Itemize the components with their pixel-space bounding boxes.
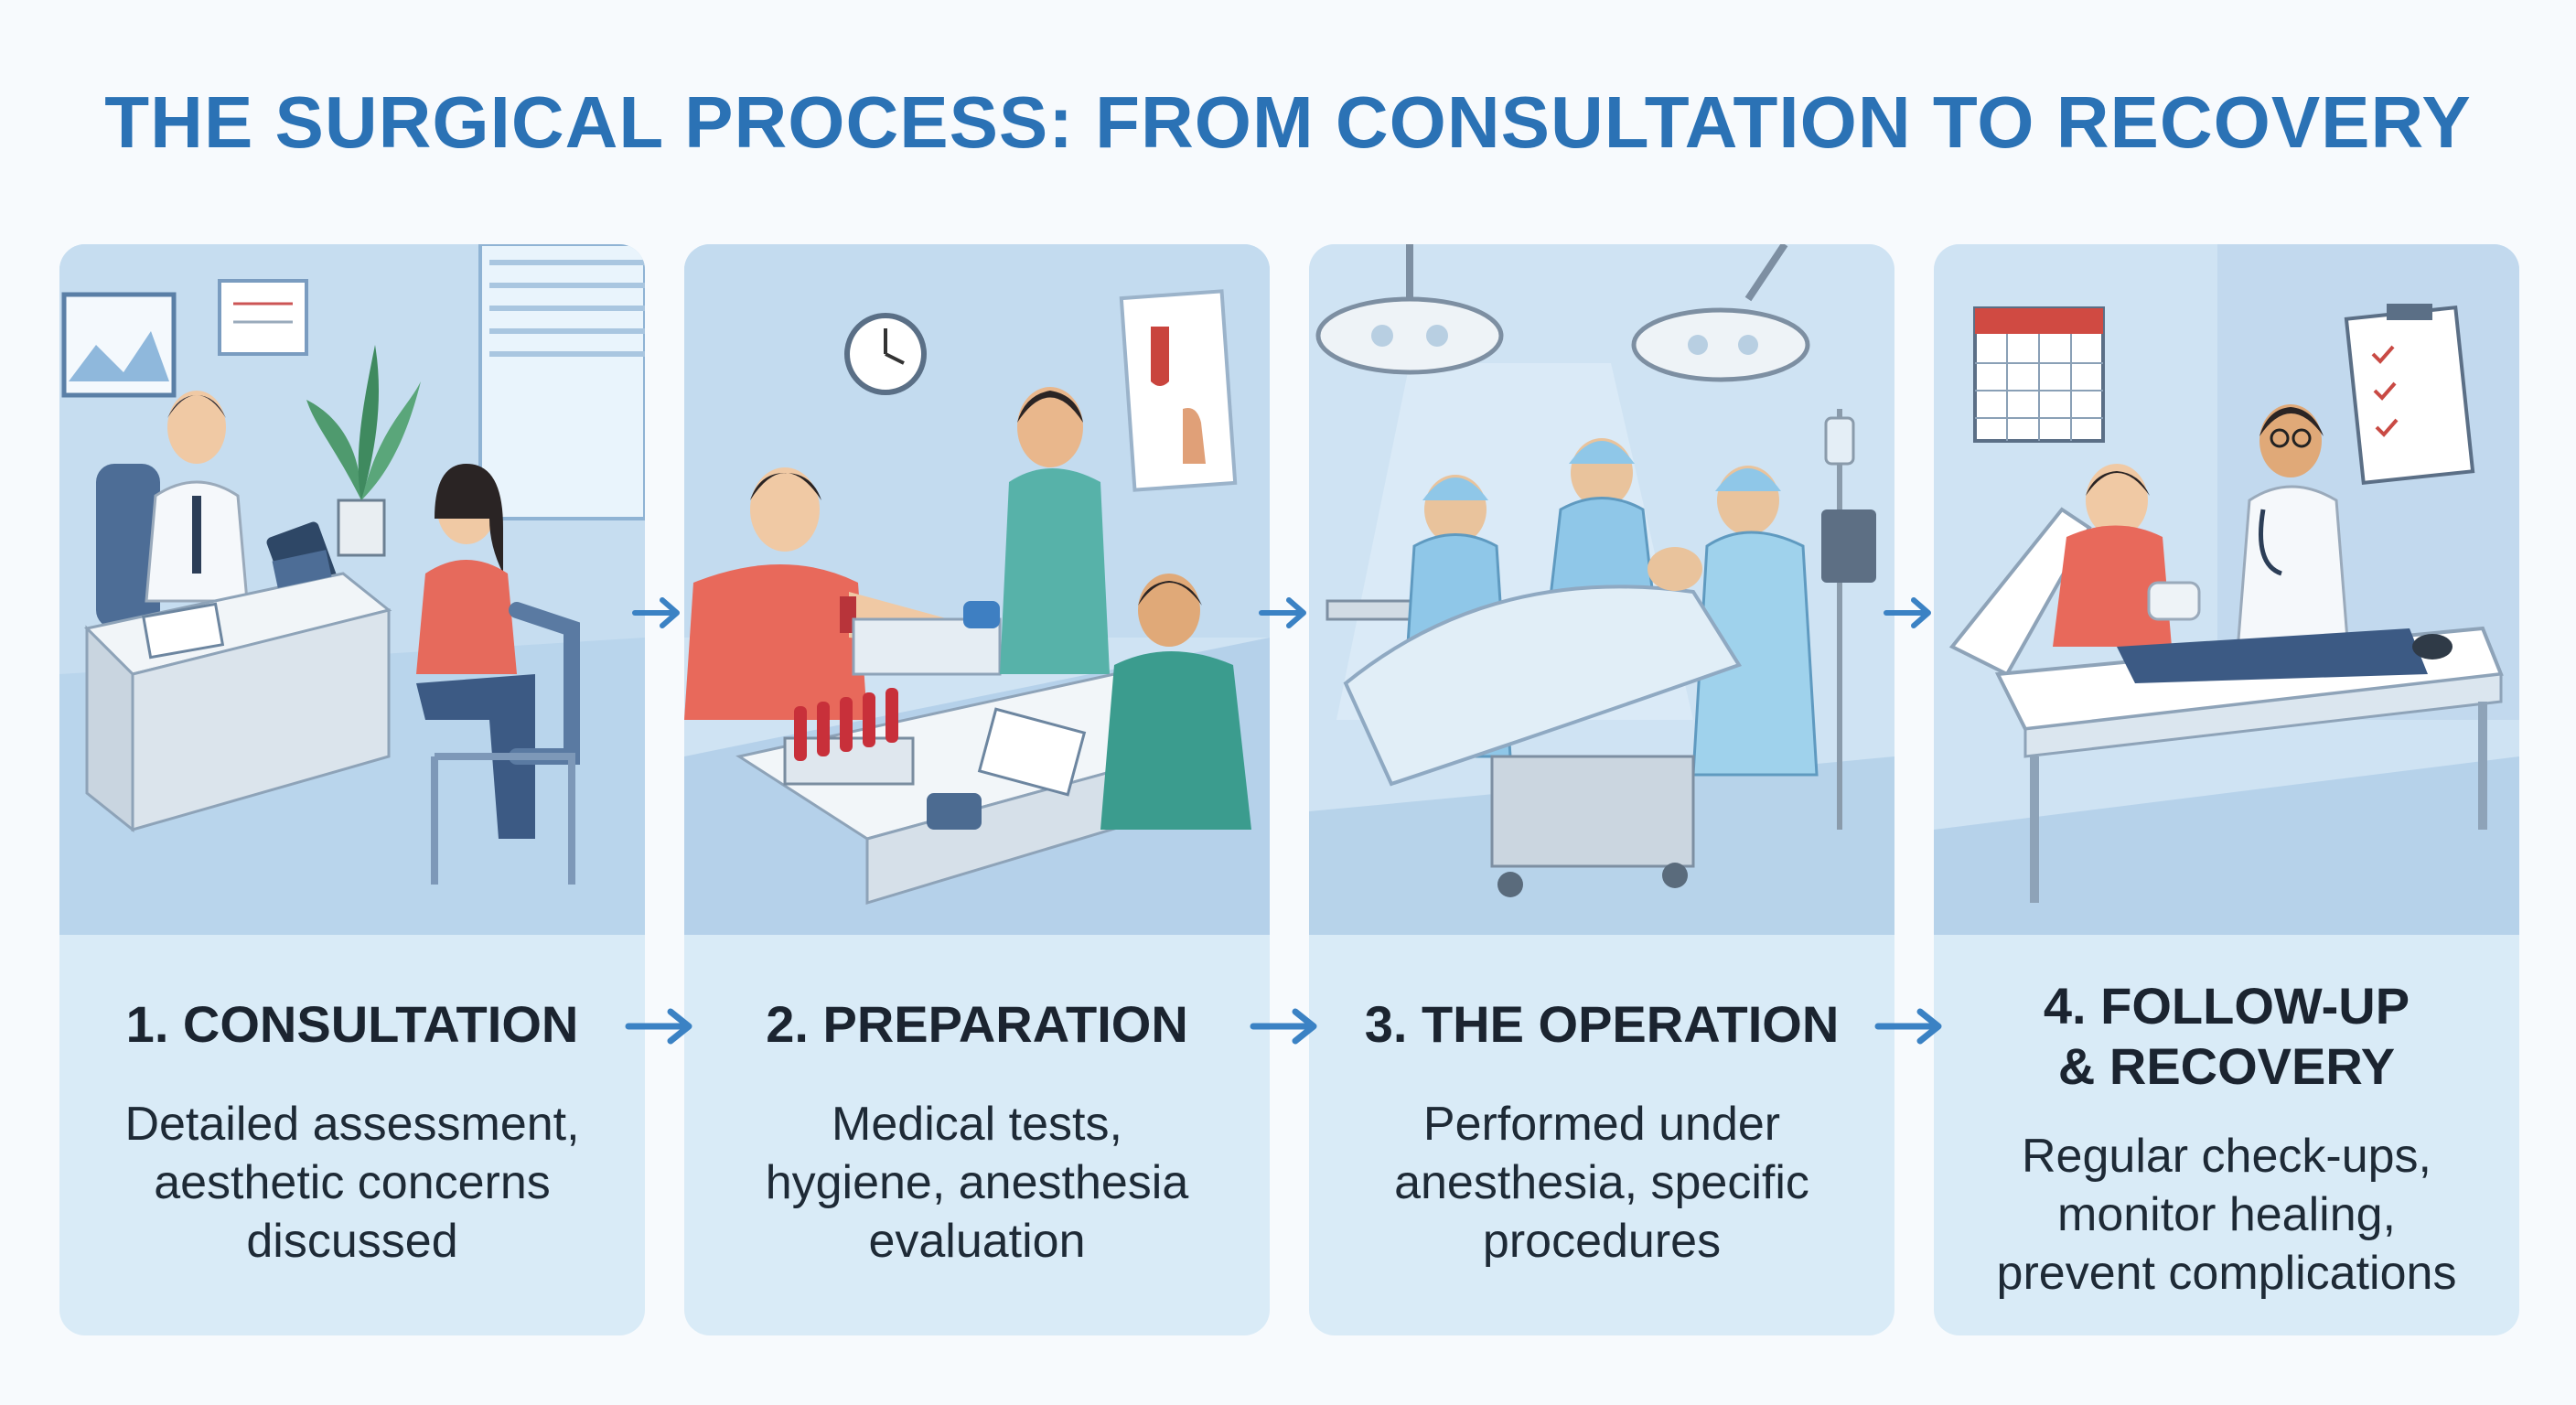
arrow-right-icon: [632, 597, 680, 628]
step-description-line: Medical tests,: [832, 1098, 1122, 1151]
preparation-illustration: [684, 244, 1270, 935]
step-description-line: discussed: [246, 1215, 458, 1268]
step-title-line: 4. FOLLOW-UP: [2043, 977, 2410, 1035]
arrow-right-icon: [1250, 1008, 1317, 1045]
step-description-line: Performed under: [1422, 1098, 1781, 1151]
step-card-preparation: 2. PREPARATION Medical tests, hygiene, a…: [684, 244, 1270, 1335]
step-title-line: 2. PREPARATION: [766, 995, 1188, 1053]
step-description-line: Detailed assessment,: [124, 1098, 580, 1151]
page-title: THE SURGICAL PROCESS: FROM CONSULTATION …: [104, 81, 2472, 163]
step-description-line: hygiene, anesthesia: [765, 1156, 1189, 1209]
step-card-operation: 3. THE OPERATION Performed under anesthe…: [1309, 244, 1894, 1335]
arrow-right-icon: [1874, 1008, 1942, 1045]
step-title-line: 3. THE OPERATION: [1364, 995, 1840, 1053]
step-card-consultation: 1. CONSULTATION Detailed assessment, aes…: [59, 244, 645, 1335]
arrow-right-icon: [1259, 597, 1306, 628]
step-description-line: anesthesia, specific: [1394, 1156, 1809, 1209]
recovery-illustration: [1934, 244, 2519, 935]
step-title-line: & RECOVERY: [2057, 1037, 2396, 1095]
step-description-line: evaluation: [868, 1215, 1086, 1268]
step-description-line: Regular check-ups,: [2022, 1130, 2431, 1183]
step-description-line: prevent complications: [1996, 1247, 2457, 1300]
step-title-line: 1. CONSULTATION: [125, 995, 579, 1053]
operation-illustration: [1309, 244, 1894, 935]
step-description-line: procedures: [1482, 1215, 1722, 1268]
step-description-line: monitor healing,: [2057, 1188, 2396, 1241]
step-card-follow-up-recovery: 4. FOLLOW-UP & RECOVERY Regular check-up…: [1934, 244, 2519, 1335]
arrow-right-icon: [625, 1008, 692, 1045]
step-description-line: aesthetic concerns: [154, 1156, 551, 1209]
consultation-illustration: [59, 244, 645, 935]
arrow-right-icon: [1884, 597, 1931, 628]
